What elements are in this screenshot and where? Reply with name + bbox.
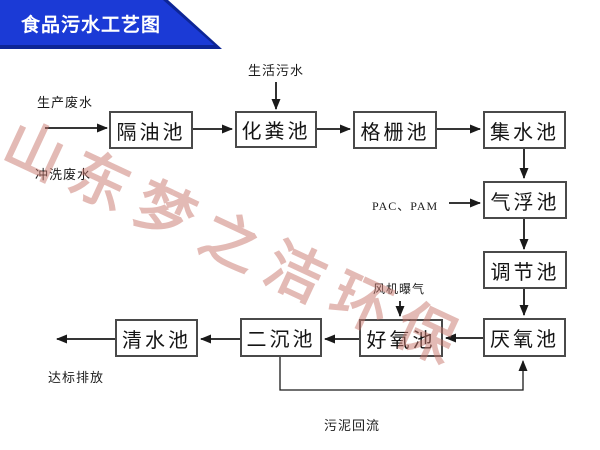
pac-pam-label: PAC、PAM <box>372 199 439 213</box>
standard-discharge-label: 达标排放 <box>48 370 105 385</box>
title-banner: 食品污水工艺图 <box>0 0 214 45</box>
node-air-flotation-tank: 气浮池 <box>483 181 567 219</box>
page-title: 食品污水工艺图 <box>21 15 162 36</box>
production-wastewater-label: 生产废水 <box>37 95 94 110</box>
node-clean-water-tank: 清水池 <box>115 319 198 357</box>
node-bar-screen-tank: 格栅池 <box>353 111 437 149</box>
node-regulating-tank: 调节池 <box>483 251 567 289</box>
node-collecting-tank: 集水池 <box>483 111 566 149</box>
blower-aeration-label: 风机曝气 <box>373 282 426 296</box>
node-anaerobic-tank: 厌氧池 <box>483 318 566 357</box>
node-secondary-sedimentation-tank: 二沉池 <box>240 318 322 357</box>
sludge-return-label: 污泥回流 <box>324 418 381 433</box>
flushing-wastewater-label: 冲洗废水 <box>35 167 92 182</box>
domestic-sewage-label: 生活污水 <box>248 63 305 78</box>
node-aerobic-tank: 好氧池 <box>359 319 443 357</box>
node-oil-separation-tank: 隔油池 <box>109 111 193 149</box>
node-septic-tank: 化粪池 <box>235 111 317 148</box>
